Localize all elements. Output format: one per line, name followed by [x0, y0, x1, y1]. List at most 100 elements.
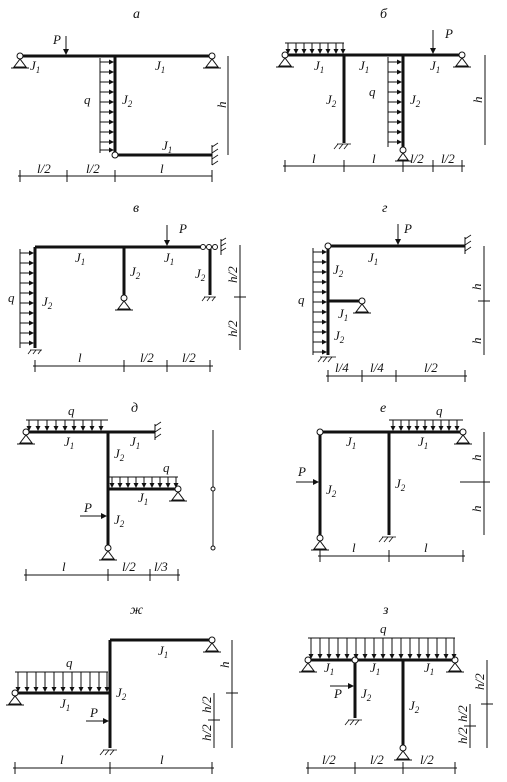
scheme-e: е q P J1 J1 J2 J2 h h l l: [296, 401, 490, 562]
svg-text:J1: J1: [155, 58, 165, 75]
svg-text:h: h: [469, 455, 484, 462]
svg-text:q: q: [298, 292, 305, 307]
svg-text:q: q: [68, 403, 75, 418]
svg-text:J2: J2: [116, 685, 127, 702]
svg-text:J2: J2: [361, 686, 372, 703]
pin-support: [311, 534, 329, 551]
svg-text:l: l: [424, 540, 428, 555]
svg-text:l: l: [78, 350, 82, 365]
svg-text:J1: J1: [424, 660, 434, 677]
svg-text:l/3: l/3: [154, 559, 168, 574]
pin-support: [453, 51, 471, 68]
svg-text:J1: J1: [30, 58, 40, 75]
svg-text:l/2: l/2: [122, 559, 136, 574]
svg-text:l/2: l/2: [86, 161, 100, 176]
svg-text:l/2: l/2: [420, 752, 434, 767]
svg-text:J1: J1: [370, 660, 380, 677]
svg-text:J2: J2: [122, 92, 133, 109]
svg-text:J1: J1: [64, 434, 74, 451]
svg-text:h: h: [469, 506, 484, 513]
svg-text:J2: J2: [130, 264, 141, 281]
svg-text:h: h: [214, 102, 229, 109]
svg-text:q: q: [8, 290, 15, 305]
svg-text:P: P: [83, 500, 92, 515]
svg-text:l: l: [160, 752, 164, 767]
caption-b: б: [380, 7, 388, 22]
svg-text:l: l: [160, 161, 164, 176]
pin-support: [454, 428, 472, 445]
svg-text:J1: J1: [430, 58, 440, 75]
svg-text:J1: J1: [138, 490, 148, 507]
svg-text:l/2: l/2: [424, 360, 438, 375]
svg-text:P: P: [89, 705, 98, 720]
svg-text:l: l: [60, 752, 64, 767]
svg-text:l: l: [372, 151, 376, 166]
svg-text:J2: J2: [333, 262, 344, 279]
svg-text:l/2: l/2: [37, 161, 51, 176]
svg-text:J1: J1: [60, 696, 70, 713]
label-q: q: [84, 92, 91, 107]
svg-text:J1: J1: [164, 250, 174, 267]
pin-support: [203, 636, 221, 653]
svg-text:l: l: [352, 540, 356, 555]
pin-support: [99, 544, 117, 561]
svg-text:J2: J2: [326, 482, 337, 499]
svg-text:J1: J1: [368, 250, 378, 267]
svg-text:l/2: l/2: [140, 350, 154, 365]
svg-text:l/2: l/2: [441, 151, 455, 166]
svg-text:q: q: [369, 84, 376, 99]
svg-text:J2: J2: [114, 446, 125, 463]
label-P: P: [52, 32, 61, 47]
svg-text:J2: J2: [410, 92, 421, 109]
scheme-b: б q P J1 J1 J1 J2 J2 h l l l/2 l/2: [276, 7, 486, 172]
svg-text:h/2: h/2: [225, 320, 240, 337]
svg-text:q: q: [436, 403, 443, 418]
svg-text:J1: J1: [324, 660, 334, 677]
svg-text:h: h: [469, 284, 484, 291]
svg-text:J1: J1: [75, 250, 85, 267]
svg-text:P: P: [403, 221, 412, 236]
svg-text:h/2: h/2: [199, 724, 214, 741]
svg-text:J2: J2: [42, 294, 53, 311]
pin-support: [203, 52, 221, 69]
scheme-g: г q P J1 J2 J1 J2 h h l/4 l/4 l/2: [298, 201, 490, 382]
svg-text:h/2: h/2: [455, 705, 470, 722]
svg-text:J1: J1: [162, 138, 172, 155]
svg-text:J1: J1: [418, 434, 428, 451]
svg-text:J1: J1: [359, 58, 369, 75]
svg-text:q: q: [380, 621, 387, 636]
caption-zh: ж: [130, 603, 143, 618]
svg-text:l: l: [62, 559, 66, 574]
svg-text:P: P: [178, 221, 187, 236]
svg-text:P: P: [297, 464, 306, 479]
scheme-d: д q q P J1 J1 J2 J1 J2 l l/2 l/3: [17, 401, 216, 581]
scheme-v: в q P J1 J1 J2 J2 J2 h/2 h/2 l l/2 l/2: [8, 201, 246, 372]
caption-e: е: [380, 401, 386, 416]
caption-g: г: [382, 201, 388, 216]
svg-text:J2: J2: [395, 476, 406, 493]
caption-z: з: [382, 603, 389, 618]
svg-text:h: h: [217, 662, 232, 669]
pin-support: [11, 52, 29, 69]
svg-text:h: h: [470, 97, 485, 104]
svg-text:J1: J1: [130, 434, 140, 451]
svg-text:l/2: l/2: [410, 151, 424, 166]
pin-support: [6, 689, 24, 706]
svg-text:l/2: l/2: [370, 752, 384, 767]
svg-text:J2: J2: [409, 698, 420, 715]
svg-text:l/4: l/4: [370, 360, 384, 375]
svg-text:P: P: [333, 686, 342, 701]
scheme-a: а P q J1 J1 J2 J1 h l/2 l/2 l: [11, 7, 229, 182]
svg-text:J1: J1: [158, 643, 168, 660]
svg-text:l: l: [312, 151, 316, 166]
svg-text:J2: J2: [326, 92, 337, 109]
svg-text:h/2: h/2: [455, 727, 470, 744]
scheme-zh: ж q P J1 J2 J1 h h/2 h/2 l l: [6, 603, 238, 774]
caption-a: а: [133, 7, 140, 22]
svg-text:J1: J1: [314, 58, 324, 75]
svg-text:J2: J2: [195, 266, 206, 283]
svg-text:J1: J1: [338, 306, 348, 323]
svg-text:l/2: l/2: [322, 752, 336, 767]
svg-text:q: q: [163, 460, 170, 475]
